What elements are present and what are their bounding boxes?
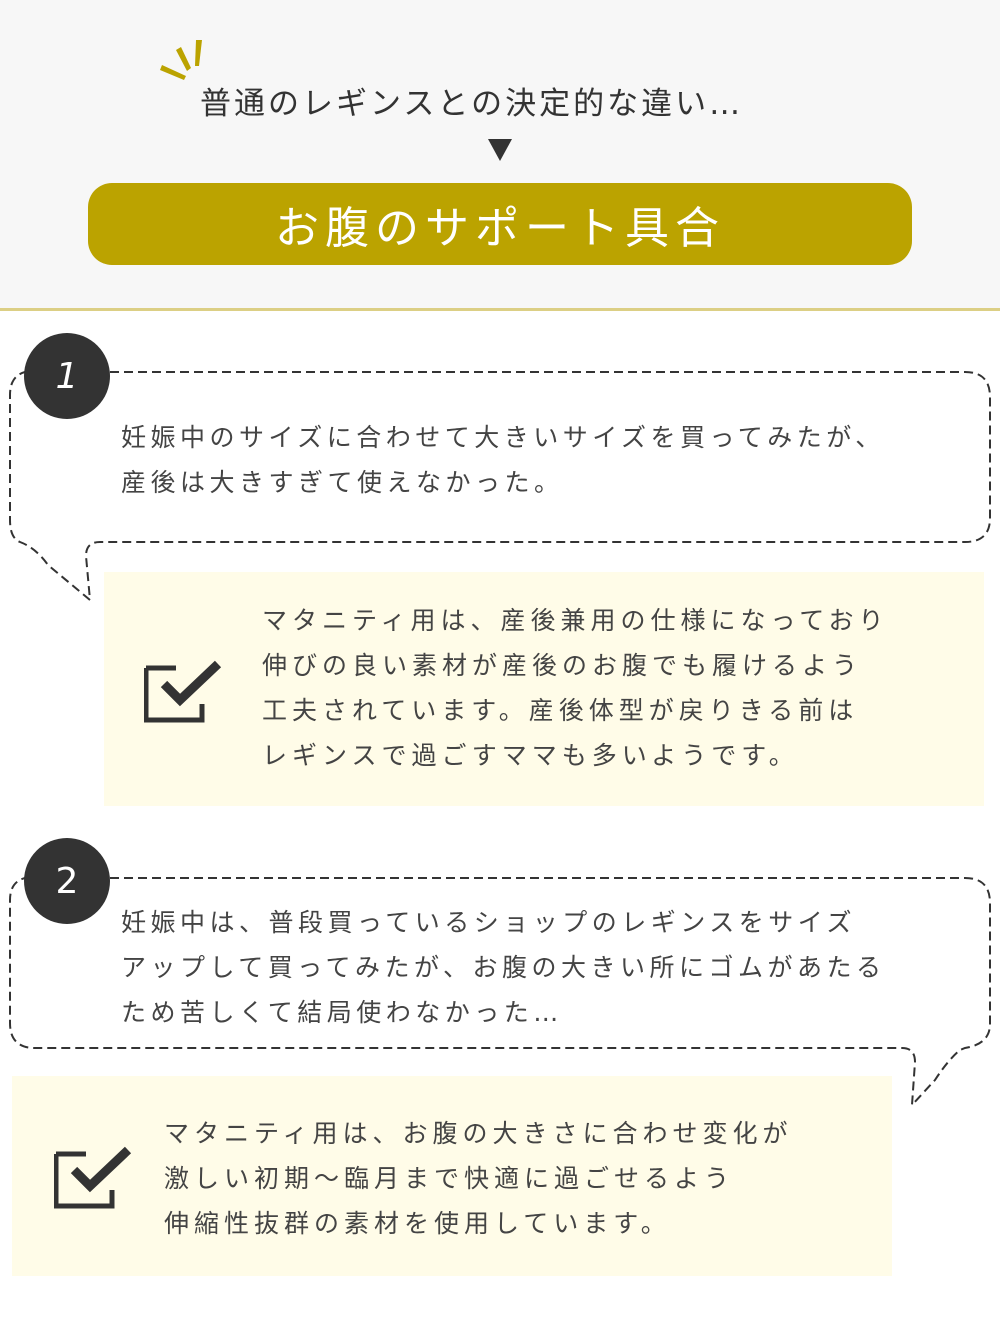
question-line: 産後は大きすぎて使えなかった。 bbox=[121, 468, 564, 497]
question-line: アップして買ってみたが、お腹の大きい所にゴムがあたる bbox=[121, 953, 886, 982]
item-number-badge-1: 1 bbox=[24, 333, 110, 419]
answer-line: 伸びの良い素材が産後のお腹でも履けるよう bbox=[262, 651, 863, 680]
question-line: 妊娠中のサイズに合わせて大きいサイズを買ってみたが、 bbox=[121, 423, 885, 452]
answer-line: 工夫されています。産後体型が戻りきる前は bbox=[262, 696, 859, 725]
triangle-down-icon bbox=[488, 139, 512, 161]
question-text-1: 妊娠中のサイズに合わせて大きいサイズを買ってみたが、 産後は大きすぎて使えなかっ… bbox=[121, 415, 885, 505]
question-line: ため苦しくて結局使わなかった… bbox=[121, 998, 563, 1027]
answer-line: マタニティ用は、お腹の大きさに合わせ変化が bbox=[164, 1119, 793, 1148]
checkbox-check-icon bbox=[54, 1146, 132, 1209]
section-title: お腹のサポート具合 bbox=[275, 203, 725, 254]
checkbox-check-icon bbox=[144, 660, 222, 723]
sparkle-accent-icon bbox=[160, 40, 202, 80]
answer-line: マタニティ用は、産後兼用の仕様になっており bbox=[262, 606, 889, 635]
answer-text-1: マタニティ用は、産後兼用の仕様になっており 伸びの良い素材が産後のお腹でも履ける… bbox=[262, 598, 889, 778]
header-section: 普通のレギンスとの決定的な違い… お腹のサポート具合 bbox=[0, 0, 1000, 309]
question-line: 妊娠中は、普段買っているショップのレギンスをサイズ bbox=[121, 908, 857, 937]
answer-box-2: マタニティ用は、お腹の大きさに合わせ変化が 激しい初期〜臨月まで快適に過ごせるよ… bbox=[12, 1076, 892, 1276]
answer-box-1: マタニティ用は、産後兼用の仕様になっており 伸びの良い素材が産後のお腹でも履ける… bbox=[104, 572, 984, 806]
lead-text: 普通のレギンスとの決定的な違い… bbox=[200, 86, 744, 122]
section-title-banner: お腹のサポート具合 bbox=[88, 183, 912, 265]
answer-text-2: マタニティ用は、お腹の大きさに合わせ変化が 激しい初期〜臨月まで快適に過ごせるよ… bbox=[164, 1111, 793, 1246]
item-number-badge-2: 2 bbox=[24, 838, 110, 924]
header-divider bbox=[0, 308, 1000, 311]
answer-line: 伸縮性抜群の素材を使用しています。 bbox=[164, 1209, 671, 1238]
answer-line: 激しい初期〜臨月まで快適に過ごせるよう bbox=[164, 1164, 735, 1193]
answer-line: レギンスで過ごすママも多いようです。 bbox=[262, 741, 799, 770]
question-text-2: 妊娠中は、普段買っているショップのレギンスをサイズ アップして買ってみたが、お腹… bbox=[121, 900, 886, 1035]
